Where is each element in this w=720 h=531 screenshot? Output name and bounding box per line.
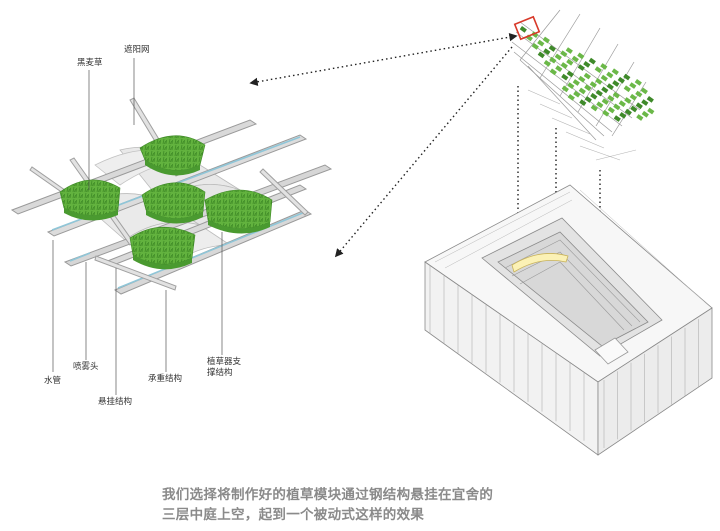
grass-tile — [555, 54, 562, 61]
grass-tile — [606, 72, 613, 79]
grass-tile — [579, 99, 586, 106]
grass-tile — [612, 68, 619, 75]
grass-tile — [555, 65, 562, 72]
grass-tile — [573, 91, 580, 98]
grass-tile — [543, 37, 550, 44]
label-water-pipe: 水管 — [44, 376, 61, 387]
grass-tile — [636, 102, 643, 109]
label-spray-head: 喷雾头 — [73, 362, 99, 373]
grass-tile — [590, 93, 597, 100]
label-black-wheat-grass: 黑麦草 — [77, 58, 103, 69]
grass-tile — [602, 98, 609, 105]
grass-tile — [561, 74, 568, 81]
label-planter-support-2: 撑结构 — [207, 368, 233, 379]
grass-tile — [544, 60, 551, 67]
grass-tile — [624, 85, 631, 92]
grass-tile — [601, 75, 608, 82]
grass-tile — [629, 82, 636, 89]
module-detail-drawing — [12, 58, 331, 395]
grass-tile — [607, 83, 614, 90]
grass-tile — [579, 88, 586, 95]
grass-tile — [584, 73, 591, 80]
caption-line-1: 我们选择将制作好的植草模块通过钢结构悬挂在宜舍的 — [162, 483, 493, 503]
grass-tile — [618, 77, 625, 84]
grass-tile — [567, 71, 574, 78]
grass-tile — [647, 108, 654, 115]
grass-grid-module — [512, 10, 654, 160]
grass-tile — [589, 58, 596, 65]
grass-tile — [572, 56, 579, 63]
grass-tile — [608, 107, 615, 114]
grass-tile — [568, 94, 575, 101]
grass-tile — [567, 82, 574, 89]
label-suspension-structure: 悬挂结构 — [98, 397, 132, 408]
caption-line-2: 三层中庭上空，起到一个被动式这样的效果 — [162, 503, 424, 523]
grass-tile — [642, 111, 649, 118]
grass-tile — [573, 79, 580, 86]
label-planter-support-1: 植草器支 — [207, 357, 241, 368]
grass-tiles — [520, 26, 655, 122]
grass-tile — [577, 53, 584, 60]
grass-tile — [578, 76, 585, 83]
grass-tile — [612, 80, 619, 87]
grass-tile — [583, 61, 590, 68]
grass-tile — [520, 26, 527, 33]
grass-tile — [566, 47, 573, 54]
grass-tile — [584, 84, 591, 91]
grass-tile — [623, 74, 630, 81]
building-axonometric — [425, 185, 712, 455]
grass-tile — [647, 96, 654, 103]
grass-tile — [619, 100, 626, 107]
grass-tile — [537, 40, 544, 47]
grass-tile — [613, 92, 620, 99]
label-load-bearing-structure: 承重结构 — [148, 374, 182, 385]
grass-tile — [630, 106, 637, 113]
label-sunshade-net: 遮阳网 — [124, 45, 150, 56]
grass-tile — [630, 94, 637, 101]
grass-tile — [595, 66, 602, 73]
grass-tile — [549, 45, 556, 52]
grass-tile — [550, 69, 557, 76]
grass-tile — [591, 105, 598, 112]
grass-tile — [561, 62, 568, 69]
grass-tile — [566, 59, 573, 66]
grass-tile — [641, 99, 648, 106]
grass-tile — [543, 48, 550, 55]
grass-tile — [635, 91, 642, 98]
grass-tile — [635, 79, 642, 86]
grass-tile — [636, 114, 643, 121]
grass-tile — [601, 87, 608, 94]
grass-tile — [595, 78, 602, 85]
